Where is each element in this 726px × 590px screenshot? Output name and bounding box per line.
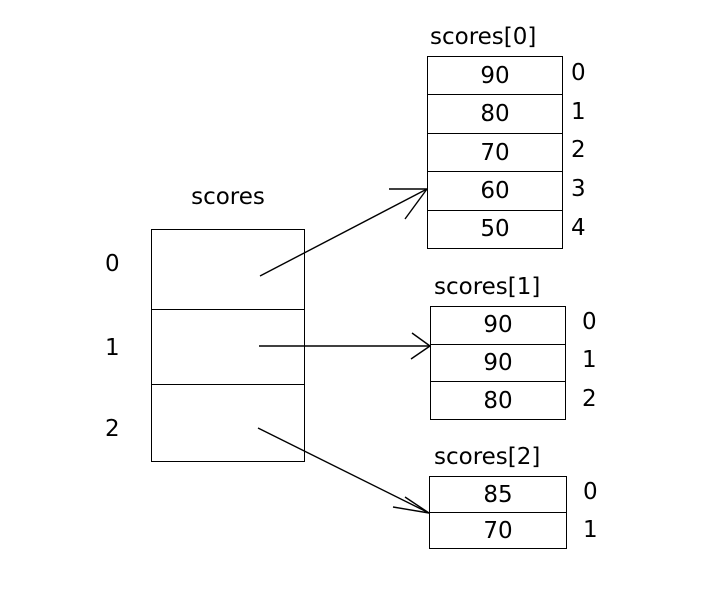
main-array-cell-0: [152, 230, 304, 311]
sub-array-0-box: 90 80 70 60 50: [427, 56, 563, 249]
sub-array-0-index-2: 2: [571, 137, 586, 163]
main-array-cell-2: [152, 385, 304, 461]
main-array-box: [151, 229, 305, 462]
sub-array-1-index-1: 1: [582, 347, 597, 373]
sub-array-1-title: scores[1]: [434, 274, 541, 300]
sub-array-0-cell-4: 50: [480, 216, 510, 243]
sub-array-1-index-0: 0: [582, 309, 597, 335]
sub-array-2-cell-0: 85: [430, 477, 566, 513]
sub-array-2-box: 85 70: [429, 476, 567, 549]
sub-array-2-index-1: 1: [583, 517, 598, 543]
sub-array-1-box: 90 90 80: [430, 306, 566, 420]
sub-array-2-cell-1: 70: [483, 517, 513, 544]
main-array-index-0: 0: [105, 251, 120, 277]
sub-array-1-cell-0: 90: [431, 307, 565, 345]
sub-array-1-index-2: 2: [582, 386, 597, 412]
sub-array-0-cell-3: 60: [428, 172, 562, 211]
sub-array-0-index-4: 4: [571, 215, 586, 241]
sub-array-1-cell-1: 90: [431, 345, 565, 383]
sub-array-0-cell-0: 90: [428, 57, 562, 96]
sub-array-0-index-0: 0: [571, 60, 586, 86]
sub-array-0-index-1: 1: [571, 99, 586, 125]
sub-array-0-index-3: 3: [571, 176, 586, 202]
sub-array-2-title: scores[2]: [434, 444, 541, 470]
main-array-title: scores: [191, 184, 265, 210]
main-array-index-2: 2: [105, 416, 120, 442]
sub-array-1-cell-2: 80: [483, 387, 513, 414]
main-array-cell-1: [152, 310, 304, 385]
sub-array-0-title: scores[0]: [430, 24, 537, 50]
sub-array-0-cell-1: 80: [428, 95, 562, 134]
main-array-index-1: 1: [105, 335, 120, 361]
sub-array-0-cell-2: 70: [428, 134, 562, 173]
sub-array-2-index-0: 0: [583, 479, 598, 505]
